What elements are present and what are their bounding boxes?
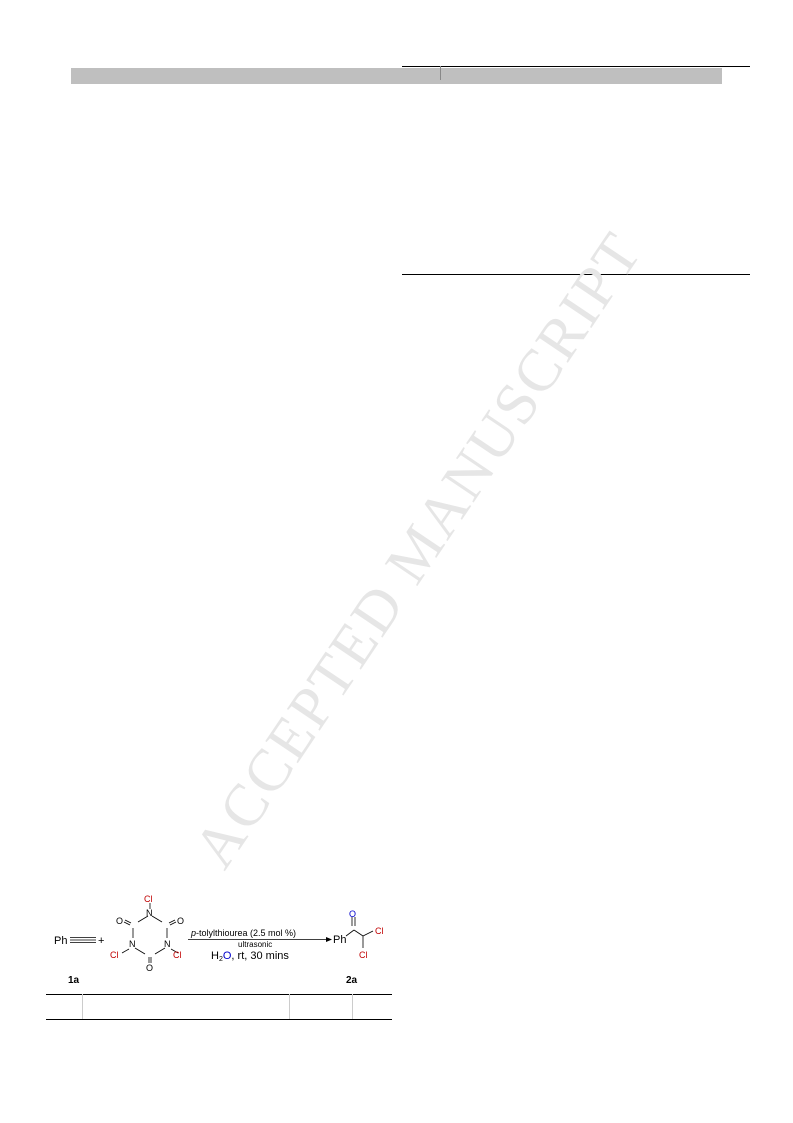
conditions-line: H2O, rt, 30 mins xyxy=(211,950,289,963)
product-cl-1: Cl xyxy=(375,926,384,936)
reactant-ph-label: Ph xyxy=(54,935,67,947)
tcca-cl-left: Cl xyxy=(110,950,119,960)
tcca-cl-right: Cl xyxy=(173,950,182,960)
reaction-arrow-head xyxy=(326,937,332,942)
tcca-cl-top: Cl xyxy=(144,895,153,904)
label-2a: 2a xyxy=(346,975,358,986)
plus-sign: + xyxy=(98,935,104,947)
tcca-n-right: N xyxy=(164,939,171,949)
reagent-line-2: ultrasonic xyxy=(238,940,272,949)
accepted-manuscript-watermark: ACCEPTED MANUSCRIPT xyxy=(180,220,655,879)
product-bonds xyxy=(345,917,374,948)
label-1a: 1a xyxy=(68,975,80,986)
scheme-table-col-divider-1 xyxy=(82,994,83,1019)
tcca-o-bottom: O xyxy=(146,963,153,973)
table-top-rule xyxy=(402,66,750,67)
product-o: O xyxy=(349,909,356,919)
tcca-n-top: N xyxy=(146,908,153,918)
tcca-ring-bonds xyxy=(121,903,179,963)
reaction-scheme: Ph + Cl N O O N N Cl Cl O p-tolylthioure… xyxy=(54,895,384,986)
tcca-o-right: O xyxy=(177,916,184,926)
product-cl-2: Cl xyxy=(359,950,368,960)
tcca-o-left: O xyxy=(116,916,123,926)
reagent-line-1: p-tolylthiourea (2.5 mol %) xyxy=(190,928,296,938)
scheme-table-top-rule xyxy=(46,994,392,995)
scheme-table-bottom-rule xyxy=(46,1019,392,1020)
table-divider-rule xyxy=(440,66,441,80)
table-bottom-rule xyxy=(402,274,750,275)
tcca-n-left: N xyxy=(129,939,136,949)
product-ph-label: Ph xyxy=(333,934,346,946)
header-bar xyxy=(71,68,722,84)
scheme-table-col-divider-3 xyxy=(352,994,353,1019)
triple-bond xyxy=(70,937,96,943)
scheme-table-col-divider-2 xyxy=(289,994,290,1019)
